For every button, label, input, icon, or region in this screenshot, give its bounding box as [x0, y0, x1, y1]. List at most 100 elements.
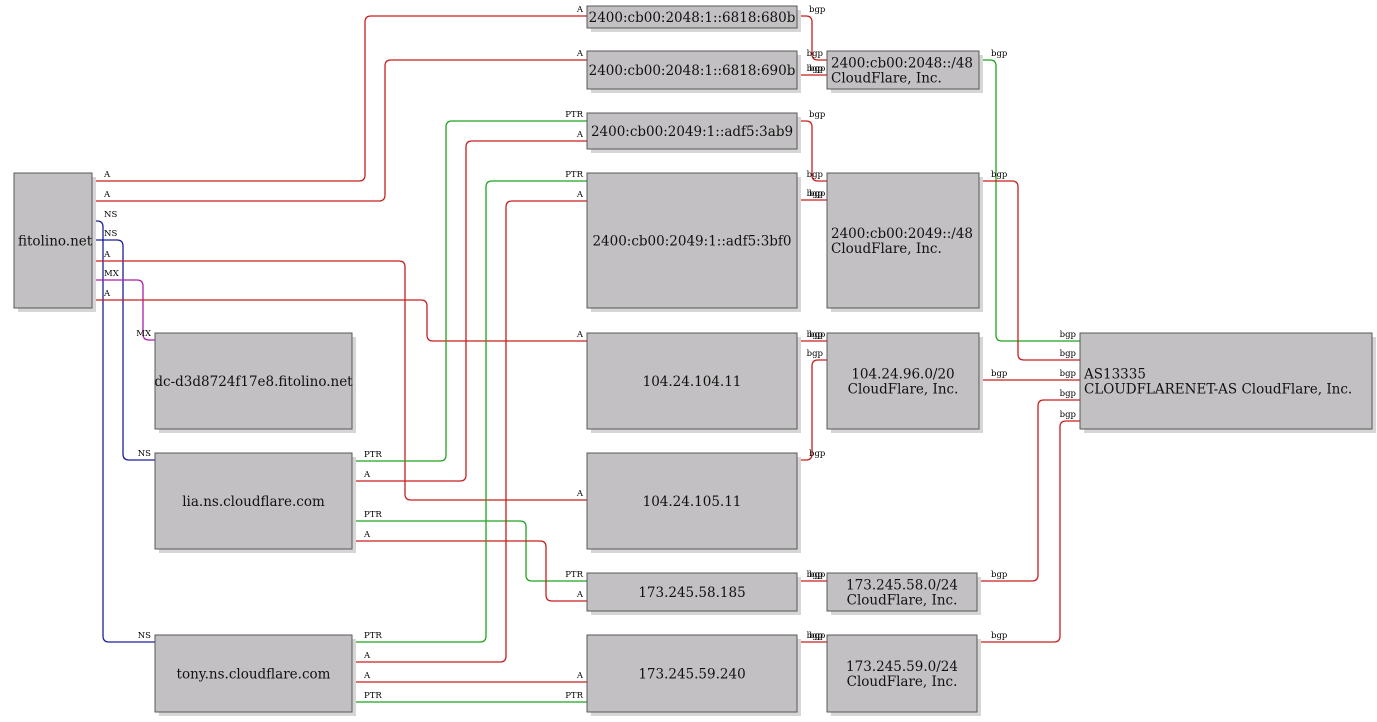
node-box: [586, 50, 798, 90]
edge-lia-to-ip_58_185-a: [352, 540, 587, 602]
edge-fitolino-to-dc-mx: [92, 279, 155, 341]
edge-source-label: PTR: [364, 510, 382, 520]
edge-source-label: bgp: [991, 631, 1008, 641]
edge-net_58-to-as-bgp: [979, 399, 1080, 582]
edge-target-label: bgp: [1060, 349, 1077, 359]
node-label: 2400:cb00:2049:1::adf5:3bf0: [592, 234, 791, 250]
node-label: 2400:cb00:2049::/48: [831, 226, 973, 242]
node-box: [586, 5, 798, 29]
node-ip6-690b[interactable]: 2400:cb00:2048:1::6818:690b: [586, 50, 801, 93]
edge-source-label: bgp: [809, 110, 826, 120]
node-ip-105-11[interactable]: 104.24.105.11: [586, 452, 801, 553]
edge-target-label: A: [576, 489, 584, 499]
edge-tony-to-ip6_3bf0-ptr: [352, 180, 587, 643]
node-label: 173.245.58.185: [638, 585, 745, 601]
node-ip-58-185[interactable]: 173.245.58.185: [586, 572, 801, 615]
node-label: CloudFlare, Inc.: [831, 71, 942, 87]
edge-source-label: A: [103, 250, 111, 260]
edge-lia-to-ip6_3ab9-a: [352, 140, 587, 482]
node-fitolino[interactable]: fitolino.net: [13, 172, 96, 312]
edge-source-label: bgp: [991, 369, 1008, 379]
edge-target-label: bgp: [1060, 330, 1077, 340]
node-box: [13, 172, 93, 309]
node-ip6-3ab9[interactable]: 2400:cb00:2049:1::adf5:3ab9: [586, 112, 801, 153]
edge-fitolino-to-ip_105_11-a: [92, 260, 587, 501]
edge-source-label: PTR: [364, 631, 382, 641]
edge-source-label: NS: [104, 210, 117, 220]
node-box: [826, 634, 978, 713]
node-ip-59-240[interactable]: 173.245.59.240: [586, 634, 801, 716]
edge-source-label: MX: [104, 269, 120, 279]
edge-ip6_680b-to-net_2048-bgp: [797, 15, 827, 61]
edge-labels-layer: AAAANSNSNSNSAAMXMXAAPTRPTRAAPTRPTRAAPTRP…: [103, 5, 1077, 701]
node-label: CLOUDFLARENET-AS CloudFlare, Inc.: [1084, 382, 1352, 398]
node-ip-104-11[interactable]: 104.24.104.11: [586, 332, 801, 433]
edge-source-label: A: [363, 671, 371, 681]
node-label: fitolino.net: [18, 234, 93, 250]
edge-target-label: A: [576, 130, 584, 140]
edge-target-label: PTR: [565, 691, 583, 701]
edge-source-label: bgp: [809, 449, 826, 459]
edge-source-label: bgp: [809, 631, 826, 641]
edge-target-label: bgp: [807, 189, 824, 199]
node-label: CloudFlare, Inc.: [847, 674, 958, 690]
edge-source-label: A: [103, 289, 111, 299]
edge-source-label: PTR: [364, 450, 382, 460]
node-box: [154, 332, 353, 430]
edge-fitolino-to-tony-ns: [92, 220, 155, 643]
edge-source-label: A: [363, 470, 371, 480]
edge-lia-to-ip6_3ab9-ptr: [352, 120, 587, 462]
node-lia[interactable]: lia.ns.cloudflare.com: [154, 452, 356, 553]
edge-target-label: NS: [138, 449, 151, 459]
node-label: 2400:cb00:2048:1::6818:690b: [589, 63, 796, 79]
edge-ip6_3ab9-to-net_2049-bgp: [797, 120, 827, 182]
edge-source-label: bgp: [809, 5, 826, 15]
node-tony[interactable]: tony.ns.cloudflare.com: [154, 634, 356, 716]
node-box: [586, 112, 798, 150]
node-label: lia.ns.cloudflare.com: [182, 494, 325, 510]
node-box: [586, 572, 798, 612]
edge-net_59-to-as-bgp: [979, 420, 1080, 643]
node-dc[interactable]: dc-d3d8724f17e8.fitolino.net: [154, 332, 356, 433]
node-box: [586, 452, 798, 550]
edge-source-label: PTR: [364, 691, 382, 701]
edges-layer: [92, 15, 1080, 703]
node-ip6-680b[interactable]: 2400:cb00:2048:1::6818:680b: [586, 5, 801, 32]
edge-source-label: bgp: [809, 570, 826, 580]
edge-source-label: bgp: [809, 64, 826, 74]
node-ip6-3bf0[interactable]: 2400:cb00:2049:1::adf5:3bf0: [586, 172, 801, 312]
node-label: 2400:cb00:2049:1::adf5:3ab9: [591, 124, 793, 140]
edge-target-label: bgp: [807, 330, 824, 340]
edge-target-label: PTR: [565, 570, 583, 580]
edge-target-label: MX: [136, 329, 152, 339]
edge-fitolino-to-lia-ns: [92, 239, 155, 461]
edge-target-label: A: [576, 49, 584, 59]
edge-target-label: bgp: [807, 570, 824, 580]
node-label: 104.24.105.11: [643, 494, 742, 510]
edge-target-label: bgp: [807, 349, 824, 359]
node-label: AS13335: [1083, 367, 1146, 383]
node-label: 2400:cb00:2048::/48: [831, 56, 973, 72]
edge-fitolino-to-ip6_680b-a: [92, 15, 587, 182]
edge-target-label: bgp: [807, 170, 824, 180]
node-label: 173.245.59.0/24: [846, 659, 958, 675]
edge-target-label: bgp: [807, 49, 824, 59]
node-label: CloudFlare, Inc.: [831, 241, 942, 257]
node-label: dc-d3d8724f17e8.fitolino.net: [154, 374, 353, 390]
edge-target-label: A: [576, 330, 584, 340]
edge-target-label: A: [576, 5, 584, 15]
node-label: CloudFlare, Inc.: [847, 593, 958, 609]
node-box: [826, 332, 980, 430]
edge-source-label: bgp: [991, 570, 1008, 580]
edge-target-label: A: [576, 590, 584, 600]
edge-lia-to-ip_58_185-ptr: [352, 520, 587, 582]
edge-target-label: A: [576, 671, 584, 681]
node-label: 104.24.96.0/20: [851, 367, 954, 383]
edge-target-label: NS: [138, 631, 151, 641]
